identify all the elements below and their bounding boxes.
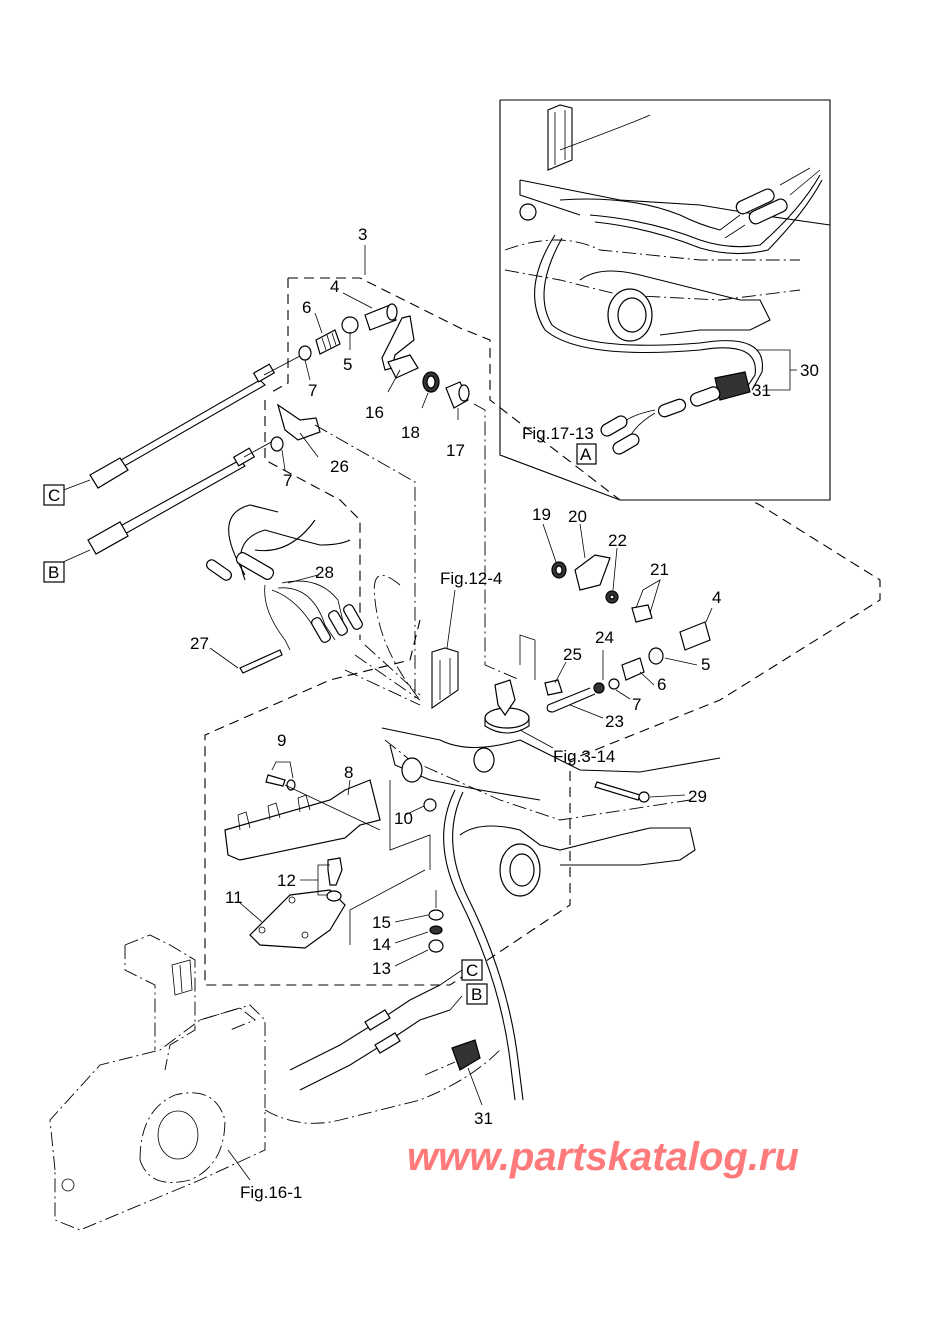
callout-31: 31: [474, 1109, 493, 1128]
fig12-4-bracket: Fig.12-4: [431, 569, 502, 710]
part-8-bracket: [224, 779, 381, 861]
callout-20: 20: [568, 507, 587, 526]
callout-24: 24: [595, 628, 614, 647]
connector-label-B-left: B: [48, 563, 59, 582]
callout-16: 16: [365, 403, 384, 422]
fig-ref-12-4[interactable]: Fig.12-4: [440, 569, 502, 588]
part-23-rod: [546, 687, 596, 713]
part-13-nut: [428, 939, 444, 953]
fig-ref-16-1[interactable]: Fig.16-1: [240, 1183, 302, 1202]
part-6-spring: [315, 329, 341, 355]
callout-14: 14: [372, 935, 391, 954]
callout-18: 18: [401, 423, 420, 442]
callout-5-right: 5: [701, 655, 710, 674]
part-14-clip: [429, 925, 443, 935]
callout-7-right: 7: [632, 695, 641, 714]
callout-6-right: 6: [657, 675, 666, 694]
part-5-collar: [341, 316, 359, 334]
part-12-bolt: [327, 857, 343, 886]
part-29-bolt: [594, 781, 641, 801]
part-10-nut: [423, 798, 437, 812]
callout-9: 9: [277, 731, 286, 750]
inset-cable-30: [534, 234, 756, 391]
inset-fig17-13: 30 31 Fig.17-13 A: [499, 99, 831, 501]
callout-6-upper: 6: [302, 298, 311, 317]
callout-30: 30: [800, 361, 819, 380]
part-7-washer-a: [298, 345, 312, 361]
callout-11: 11: [225, 888, 243, 907]
fig-ref-17-13[interactable]: Fig.17-13: [522, 424, 594, 443]
connector-label-A: A: [580, 445, 592, 464]
part-5-collar-right: [648, 647, 664, 665]
wire-harness: 28 27: [190, 504, 421, 706]
inset-bracket: [547, 104, 573, 171]
part-21-bolt: [631, 604, 653, 623]
callout-25: 25: [563, 645, 582, 664]
callout-19: 19: [532, 505, 551, 524]
callout-22: 22: [608, 531, 627, 550]
part-4-pin-right: [679, 621, 711, 651]
callout-4-upper: 4: [330, 277, 339, 296]
part-11-plate: [249, 889, 346, 949]
part-26-joint: [276, 403, 321, 441]
remote-control-box: C B 31 Fig.16-1: [49, 934, 501, 1231]
assembly-outline: 3: [204, 225, 881, 986]
inset-grommet-31: [714, 371, 751, 401]
part-25-nut: [544, 679, 563, 696]
callout-12: 12: [277, 871, 296, 890]
callout-8: 8: [344, 763, 353, 782]
right-linkage: 19 20 22 21 4 24 25 5 6 7 23 Fig.3-14: [484, 505, 721, 766]
callout-7-upper: 7: [308, 381, 317, 400]
mount-area: 9 8 10 12 11 15 14 13 29: [224, 727, 721, 1101]
part-6-spring-right: [621, 657, 645, 681]
callout-15: 15: [372, 913, 391, 932]
callout-31-inset: 31: [752, 381, 771, 400]
callout-4-right: 4: [712, 588, 721, 607]
callout-13: 13: [372, 959, 391, 978]
control-lever: [124, 934, 196, 1071]
connector-box-C-left: [43, 484, 65, 506]
part-20-plate: [574, 554, 611, 591]
connector-box-B-left: [43, 561, 65, 583]
main-cable: [443, 789, 516, 1101]
upper-linkage: 4 6 5 7 16 18 17 26 7 C B: [43, 277, 521, 698]
connector-label-C-bottom: C: [466, 961, 478, 980]
part-27-cable-tie: [239, 649, 283, 674]
callout-26: 26: [330, 457, 349, 476]
part-7-washer-right: [608, 678, 620, 690]
callout-10: 10: [394, 809, 413, 828]
harness-wire: [228, 504, 279, 576]
callout-27: 27: [190, 634, 209, 653]
connector-label-C-left: C: [48, 486, 60, 505]
callout-29: 29: [688, 787, 707, 806]
fig-ref-3-14[interactable]: Fig.3-14: [553, 747, 615, 766]
watermark: www.partskatalog.ru: [407, 1135, 799, 1179]
connector-label-B-bottom: B: [471, 985, 482, 1004]
callout-21: 21: [650, 560, 669, 579]
callout-28: 28: [315, 563, 334, 582]
callout-17: 17: [446, 441, 465, 460]
connector-box-A: [576, 443, 597, 465]
callout-7-middle: 7: [283, 471, 292, 490]
part-24-nut: [593, 682, 605, 694]
connector-box-C-bottom: [461, 959, 483, 981]
part-7-washer-b: [270, 436, 284, 452]
callout-5-upper: 5: [343, 355, 352, 374]
grommet-31: [451, 1039, 481, 1071]
part-15-washer: [428, 909, 444, 921]
callout-23: 23: [605, 712, 624, 731]
callout-3: 3: [358, 225, 367, 244]
connector-box-B-bottom: [466, 983, 488, 1005]
part-9-bolt: [265, 774, 286, 787]
